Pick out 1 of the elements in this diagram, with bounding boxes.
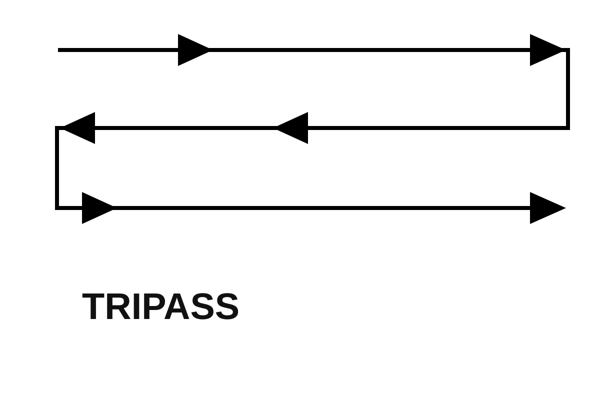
diagram-label: TRIPASS <box>82 288 240 325</box>
